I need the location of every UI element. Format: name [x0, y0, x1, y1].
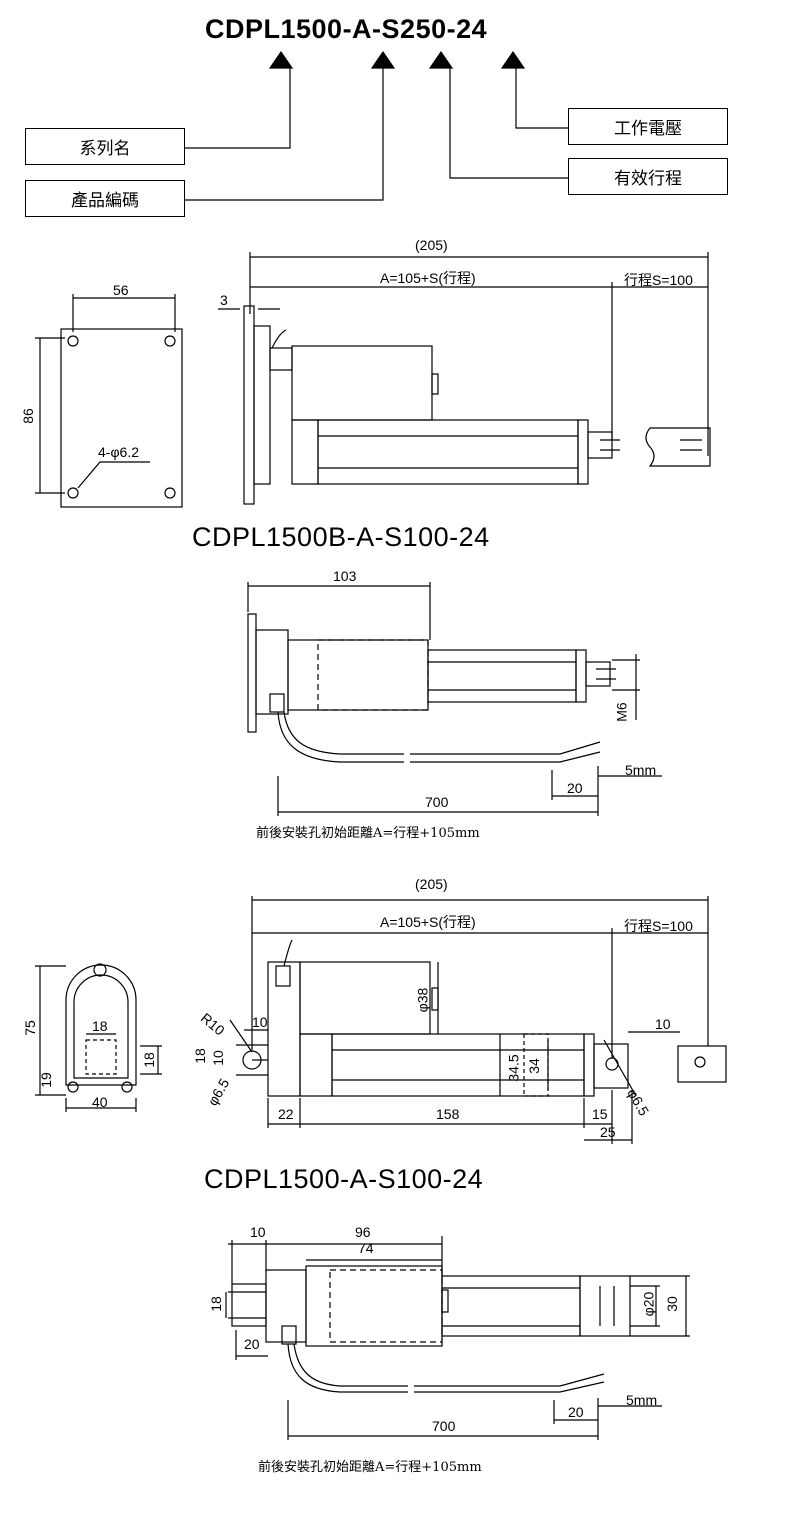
- d2-cable-length: 700: [425, 794, 449, 810]
- d1-plate-width: 56: [113, 282, 129, 298]
- d3-dim-10: 10: [209, 1050, 226, 1066]
- working-voltage-label: 工作電壓: [568, 108, 728, 145]
- d4-cable-length: 700: [432, 1418, 456, 1434]
- d3-bracket-height: 75: [21, 1020, 38, 1036]
- d3-motor-dia: φ38: [414, 987, 431, 1013]
- d4-note: 前後安裝孔初始距離A=行程+105mm: [258, 1460, 482, 1475]
- d2-body-length: 103: [333, 568, 357, 584]
- d3-dim-25: 25: [600, 1124, 616, 1140]
- d3-stroke: 行程S=100: [624, 918, 693, 934]
- d4-dim-18: 18: [207, 1296, 224, 1312]
- d3-front-offset: 10: [655, 1016, 671, 1032]
- series-name-label: 系列名: [25, 128, 185, 165]
- d3-dim-158: 158: [436, 1106, 460, 1122]
- d2-title: CDPL1500B-A-S100-24: [192, 522, 490, 552]
- d3-bracket-inner: 18: [92, 1018, 108, 1034]
- d3-dim-34: 34: [525, 1058, 542, 1074]
- d3-dim-15: 15: [592, 1106, 608, 1122]
- d4-dim-10: 10: [250, 1224, 266, 1240]
- drawing4-actuator: [225, 1236, 690, 1440]
- drawing3-actuator: [229, 896, 727, 1144]
- d3-overall: (205): [415, 876, 448, 892]
- d1-overall: (205): [415, 237, 448, 253]
- d3-dim-22: 22: [278, 1106, 294, 1122]
- effective-stroke-label: 有效行程: [568, 158, 728, 195]
- d2-wire-strip: 5mm: [625, 762, 657, 778]
- d2-note: 前後安裝孔初始距離A=行程+105mm: [256, 826, 480, 841]
- d3-rear-offset: 10: [252, 1014, 268, 1030]
- d3-dim-18: 18: [191, 1048, 208, 1064]
- d1-stroke: 行程S=100: [624, 272, 693, 288]
- header-leaders: [185, 50, 568, 201]
- d4-rod-dia: φ20: [640, 1291, 657, 1317]
- drawing3-bracket: [35, 963, 162, 1112]
- d3-bracket-side: 18: [140, 1052, 157, 1068]
- d3-dim-345: 34.5: [505, 1054, 522, 1082]
- d2-strip-length: 20: [567, 780, 583, 796]
- d1-formula: A=105+S(行程): [380, 270, 476, 286]
- d3-formula: A=105+S(行程): [380, 914, 476, 930]
- drawing1-actuator: [218, 252, 711, 505]
- d4-tube-dia: 30: [663, 1296, 680, 1312]
- d4-wire-strip: 5mm: [626, 1392, 658, 1408]
- model-code: CDPL1500-A-S250-24: [205, 14, 488, 44]
- d3-bracket-bottom: 19: [37, 1072, 54, 1088]
- d1-flange-thickness: 3: [220, 292, 228, 308]
- drawing1-mount-plate: [35, 294, 183, 508]
- d4-dim-20: 20: [244, 1336, 260, 1352]
- d1-plate-height: 86: [19, 408, 36, 424]
- product-code-label: 產品編碼: [25, 180, 185, 217]
- d4-strip-length: 20: [568, 1404, 584, 1420]
- drawing2-actuator: [247, 582, 662, 816]
- d1-plate-holes: 4-φ6.2: [98, 444, 139, 460]
- d4-dim-96: 96: [355, 1224, 371, 1240]
- d4-title: CDPL1500-A-S100-24: [204, 1164, 484, 1194]
- d3-bracket-width: 40: [92, 1094, 108, 1110]
- d2-thread: M6: [613, 702, 630, 722]
- d4-dim-74: 74: [358, 1240, 374, 1256]
